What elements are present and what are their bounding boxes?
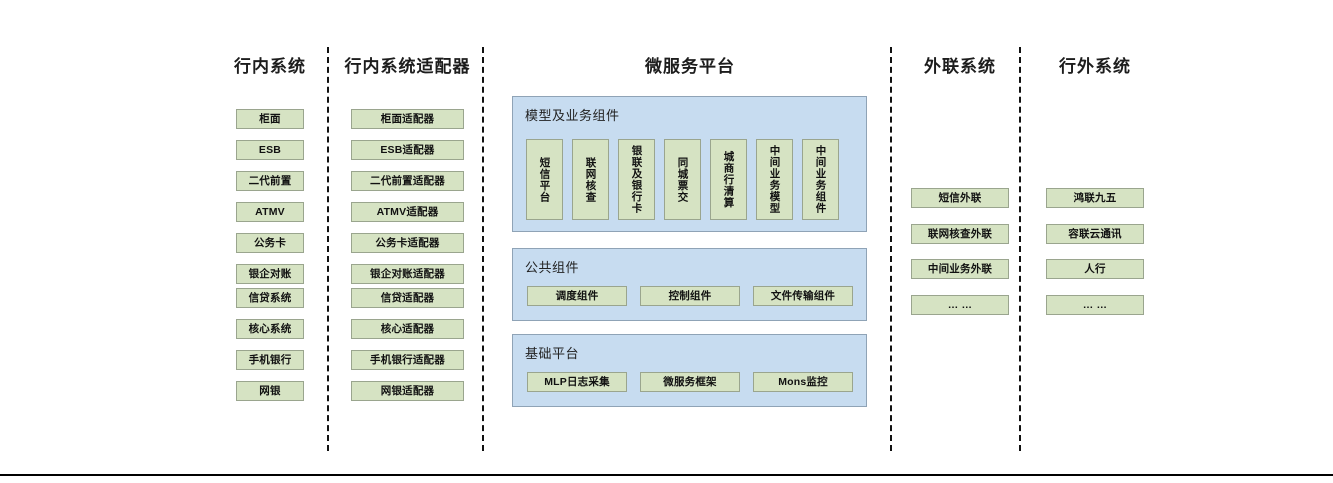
column-header-internal-systems: 行内系统: [234, 57, 306, 76]
column-header-internal-system-adapters: 行内系统适配器: [344, 57, 471, 76]
node-internal-system-7[interactable]: 信贷系统: [236, 288, 304, 308]
node-internal-system-3[interactable]: 二代前置: [236, 171, 304, 191]
node-internal-system-5[interactable]: 公务卡: [236, 233, 304, 253]
node-model-component-7[interactable]: 中间业务组件: [802, 139, 839, 220]
node-internal-system-9[interactable]: 手机银行: [236, 350, 304, 370]
node-adapter-2[interactable]: ESB适配器: [351, 140, 464, 160]
node-adapter-1[interactable]: 柜面适配器: [351, 109, 464, 129]
panel-public-components: 公共组件: [512, 248, 867, 321]
node-outside-bank-2[interactable]: 容联云通讯: [1046, 224, 1144, 244]
panel-title-public-components: 公共组件: [525, 260, 580, 275]
panel-base-platform: 基础平台: [512, 334, 867, 407]
column-header-outside-bank-systems: 行外系统: [1059, 57, 1131, 76]
node-adapter-6[interactable]: 银企对账适配器: [351, 264, 464, 284]
panel-title-model-business-components: 模型及业务组件: [525, 108, 620, 123]
column-divider-2: [482, 47, 484, 451]
node-external-liaison-3[interactable]: 中间业务外联: [911, 259, 1009, 279]
node-outside-bank-3[interactable]: 人行: [1046, 259, 1144, 279]
node-adapter-9[interactable]: 手机银行适配器: [351, 350, 464, 370]
node-external-liaison-2[interactable]: 联网核查外联: [911, 224, 1009, 244]
column-divider-3: [890, 47, 892, 451]
node-external-liaison-1[interactable]: 短信外联: [911, 188, 1009, 208]
node-model-component-1[interactable]: 短信平台: [526, 139, 563, 220]
bottom-rule: [0, 474, 1333, 476]
node-internal-system-2[interactable]: ESB: [236, 140, 304, 160]
node-internal-system-8[interactable]: 核心系统: [236, 319, 304, 339]
node-outside-bank-4[interactable]: … …: [1046, 295, 1144, 315]
node-public-component-2[interactable]: 控制组件: [640, 286, 740, 306]
node-base-platform-3[interactable]: Mons监控: [753, 372, 853, 392]
node-adapter-3[interactable]: 二代前置适配器: [351, 171, 464, 191]
node-internal-system-6[interactable]: 银企对账: [236, 264, 304, 284]
node-model-component-5[interactable]: 城商行清算: [710, 139, 747, 220]
node-internal-system-4[interactable]: ATMV: [236, 202, 304, 222]
node-internal-system-10[interactable]: 网银: [236, 381, 304, 401]
node-public-component-3[interactable]: 文件传输组件: [753, 286, 853, 306]
node-internal-system-1[interactable]: 柜面: [236, 109, 304, 129]
column-header-microservice-platform: 微服务平台: [645, 57, 735, 76]
column-header-external-liaison-systems: 外联系统: [924, 57, 996, 76]
node-model-component-3[interactable]: 银联及银行卡: [618, 139, 655, 220]
node-outside-bank-1[interactable]: 鸿联九五: [1046, 188, 1144, 208]
node-adapter-5[interactable]: 公务卡适配器: [351, 233, 464, 253]
node-adapter-10[interactable]: 网银适配器: [351, 381, 464, 401]
node-model-component-2[interactable]: 联网核查: [572, 139, 609, 220]
node-model-component-4[interactable]: 同城票交: [664, 139, 701, 220]
node-adapter-7[interactable]: 信贷适配器: [351, 288, 464, 308]
node-model-component-6[interactable]: 中间业务模型: [756, 139, 793, 220]
node-base-platform-2[interactable]: 微服务框架: [640, 372, 740, 392]
node-adapter-8[interactable]: 核心适配器: [351, 319, 464, 339]
node-base-platform-1[interactable]: MLP日志采集: [527, 372, 627, 392]
node-external-liaison-4[interactable]: … …: [911, 295, 1009, 315]
node-adapter-4[interactable]: ATMV适配器: [351, 202, 464, 222]
panel-title-base-platform: 基础平台: [525, 346, 580, 361]
column-divider-1: [327, 47, 329, 451]
column-divider-4: [1019, 47, 1021, 451]
node-public-component-1[interactable]: 调度组件: [527, 286, 627, 306]
